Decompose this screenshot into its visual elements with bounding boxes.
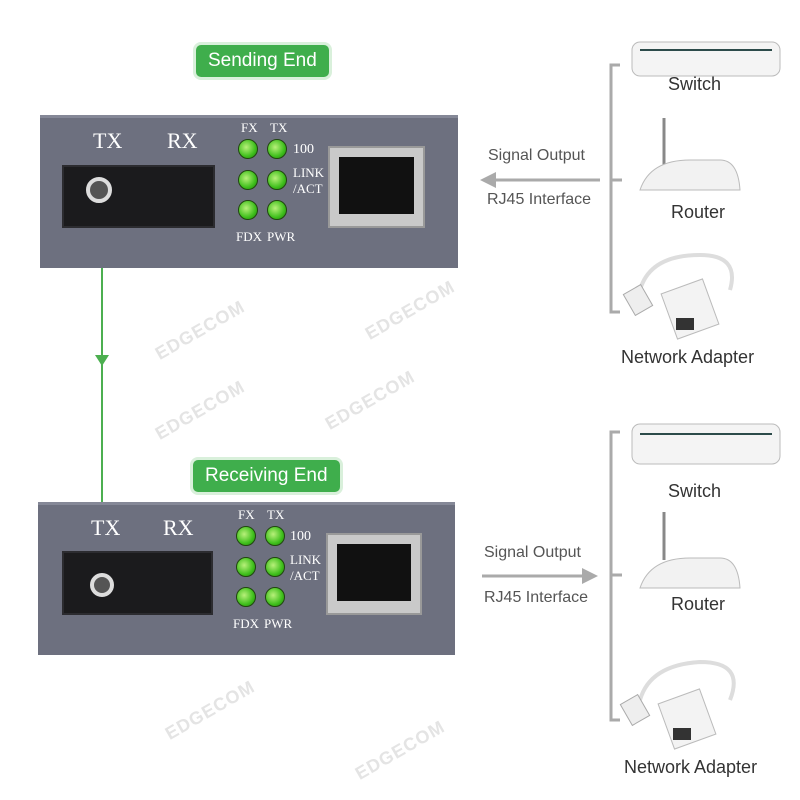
led-tx bbox=[265, 526, 285, 546]
led-label-fx: FX bbox=[241, 120, 258, 135]
bottom-bracket bbox=[609, 430, 622, 722]
router-icon bbox=[639, 512, 741, 589]
led-fdx bbox=[236, 587, 256, 607]
signal-output-label: Signal Output bbox=[484, 544, 581, 561]
led-tx bbox=[267, 139, 287, 159]
rj45-port[interactable] bbox=[328, 146, 425, 228]
sending-end-badge: Sending End bbox=[196, 45, 329, 77]
receiving-end-badge: Receiving End bbox=[193, 460, 340, 492]
rj45-port[interactable] bbox=[326, 533, 422, 615]
led-fdx bbox=[238, 200, 258, 220]
led-link bbox=[236, 557, 256, 577]
led-label-fx: FX bbox=[238, 507, 255, 522]
network-adapter-label: Network Adapter bbox=[621, 347, 755, 367]
top-bracket bbox=[609, 63, 622, 314]
fiber-sc-port[interactable] bbox=[62, 551, 213, 615]
led-label-fdx: FDX bbox=[236, 229, 263, 244]
led-label-fdx: FDX bbox=[233, 616, 260, 631]
led-act bbox=[265, 557, 285, 577]
sending-media-converter: TX RX FX TX 100 LINK /ACT FDX PWR bbox=[40, 115, 458, 268]
network-adapter-label: Network Adapter bbox=[624, 757, 758, 777]
fiber-sc-port[interactable] bbox=[62, 165, 215, 228]
switch-icon bbox=[631, 423, 781, 465]
tx-port-label: TX bbox=[93, 128, 123, 153]
arrow-right-icon bbox=[482, 568, 598, 584]
rx-port-label: RX bbox=[167, 128, 198, 153]
rj45-interface-label: RJ45 Interface bbox=[484, 589, 589, 606]
switch-icon bbox=[631, 41, 781, 77]
signal-output-label: Signal Output bbox=[488, 147, 585, 164]
led-label-tx: TX bbox=[270, 120, 288, 135]
switch-label: Switch bbox=[668, 74, 722, 94]
led-label-tx: TX bbox=[267, 507, 285, 522]
network-adapter-icon bbox=[622, 252, 734, 340]
led-label-act: /ACT bbox=[290, 568, 320, 583]
network-adapter-icon bbox=[619, 659, 736, 750]
router-label: Router bbox=[671, 202, 726, 222]
led-link bbox=[238, 170, 258, 190]
router-icon bbox=[639, 118, 741, 191]
tx-port-label: TX bbox=[91, 515, 121, 540]
led-label-link: LINK bbox=[290, 552, 322, 567]
rj45-interface-label: RJ45 Interface bbox=[487, 191, 592, 208]
fiber-connector-icon bbox=[86, 177, 112, 203]
led-fx bbox=[236, 526, 256, 546]
led-label-100: 100 bbox=[290, 529, 311, 544]
led-label-act: /ACT bbox=[293, 181, 323, 196]
led-act bbox=[267, 170, 287, 190]
arrow-left-icon bbox=[480, 172, 600, 188]
fiber-connector-icon bbox=[90, 573, 114, 597]
led-label-link: LINK bbox=[293, 165, 325, 180]
led-label-100: 100 bbox=[293, 142, 314, 157]
router-label: Router bbox=[671, 594, 726, 614]
led-label-pwr: PWR bbox=[267, 229, 296, 244]
receiving-media-converter: TX RX FX TX 100 LINK /ACT FDX PWR bbox=[38, 502, 455, 655]
rx-port-label: RX bbox=[163, 515, 194, 540]
led-pwr bbox=[265, 587, 285, 607]
led-fx bbox=[238, 139, 258, 159]
led-pwr bbox=[267, 200, 287, 220]
switch-label: Switch bbox=[668, 481, 722, 501]
fiber-arrow-icon bbox=[95, 355, 109, 366]
led-label-pwr: PWR bbox=[264, 616, 293, 631]
